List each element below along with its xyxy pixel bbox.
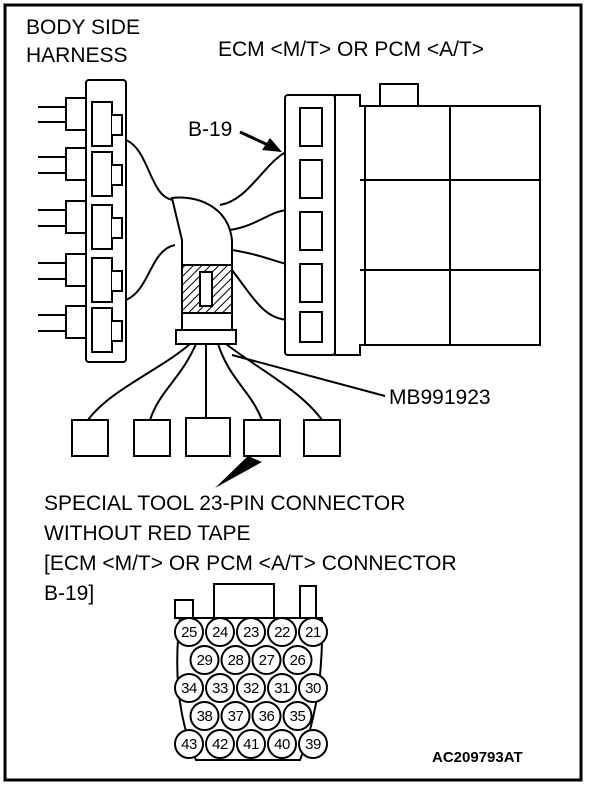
pin-38-label: 38	[197, 708, 213, 725]
caption-line-4: B-19]	[44, 582, 94, 605]
body-side-harness-label-1: BODY SIDE	[26, 16, 140, 39]
tool-leader-line	[231, 354, 386, 397]
tool-callout-label: MB991923	[389, 386, 491, 409]
ecm-title-label: ECM <M/T> OR PCM <A/T>	[218, 38, 484, 61]
pin-29-circle	[189, 645, 220, 675]
lower-connectors	[71, 417, 341, 457]
pin-27-circle	[251, 645, 282, 675]
ecm-body	[334, 83, 541, 356]
body-side-harness-label-2: HARNESS	[26, 44, 128, 67]
lower-branch-cables	[87, 343, 323, 421]
pin-23-circle	[236, 617, 266, 647]
outer-border	[3, 3, 583, 782]
pin-25-circle	[174, 617, 204, 647]
caption-line-3: [ECM <M/T> OR PCM <A/T> CONNECTOR	[44, 552, 457, 575]
pin-41-circle	[236, 729, 266, 759]
pin-22-label: 22	[274, 624, 290, 641]
pin-43-label: 43	[181, 736, 197, 753]
tool-left-block	[85, 79, 127, 363]
pin-38-circle	[189, 701, 220, 731]
pin-26-label: 26	[290, 652, 306, 669]
pin-39-circle	[298, 729, 328, 759]
pin-39-label: 39	[305, 736, 321, 753]
pin-30-label: 30	[305, 680, 321, 697]
body-harness-wires	[38, 106, 66, 332]
pin-29-label: 29	[197, 652, 213, 669]
pin-40-circle	[267, 729, 297, 759]
tool-cables-left	[125, 139, 176, 301]
pin-36-circle	[251, 701, 282, 731]
pin-28-label: 28	[228, 652, 244, 669]
tool-cables-right	[219, 149, 291, 321]
body-harness-connectors	[65, 97, 87, 339]
pin-41-label: 41	[243, 736, 259, 753]
pin-34-circle	[174, 673, 204, 703]
caption-line-2: WITHOUT RED TAPE	[44, 522, 251, 545]
pin-27-label: 27	[259, 652, 275, 669]
pin-26-circle	[282, 645, 313, 675]
pin-32-label: 32	[243, 680, 259, 697]
pin-35-label: 35	[290, 708, 306, 725]
pin-31-circle	[267, 673, 297, 703]
b19-arrow	[239, 130, 282, 152]
pin-37-label: 37	[228, 708, 244, 725]
figure-code: AC209793AT	[432, 749, 523, 766]
pin-36-label: 36	[259, 708, 275, 725]
pin-25-label: 25	[181, 624, 197, 641]
pin-32-circle	[236, 673, 266, 703]
pin-34-label: 34	[181, 680, 197, 697]
pin-35-circle	[282, 701, 313, 731]
pin-30-circle	[298, 673, 328, 703]
pin-circles: 25 24 23 22 21 29 28 27 26 34 33 32 31 30 38 37 36 35 43 42…	[174, 617, 328, 759]
pin-33-label: 33	[212, 680, 228, 697]
pin-21-circle	[298, 617, 328, 647]
b19-callout-label: B-19	[188, 118, 232, 141]
pin-37-circle	[220, 701, 251, 731]
caption-line-1: SPECIAL TOOL 23-PIN CONNECTOR	[44, 492, 405, 515]
pin-31-label: 31	[274, 680, 290, 697]
ecm-connector	[284, 94, 336, 356]
pin-24-label: 24	[212, 624, 228, 641]
pin-23-label: 23	[243, 624, 259, 641]
caption-pointer	[215, 456, 262, 488]
pin-24-circle	[205, 617, 235, 647]
pin-28-circle	[220, 645, 251, 675]
pin-21-label: 21	[305, 624, 321, 641]
pin-42-circle	[205, 729, 235, 759]
tool-trunk	[170, 196, 237, 345]
pin-22-circle	[267, 617, 297, 647]
pin-43-circle	[174, 729, 204, 759]
pin-33-circle	[205, 673, 235, 703]
pin-40-label: 40	[274, 736, 290, 753]
pin-42-label: 42	[212, 736, 228, 753]
